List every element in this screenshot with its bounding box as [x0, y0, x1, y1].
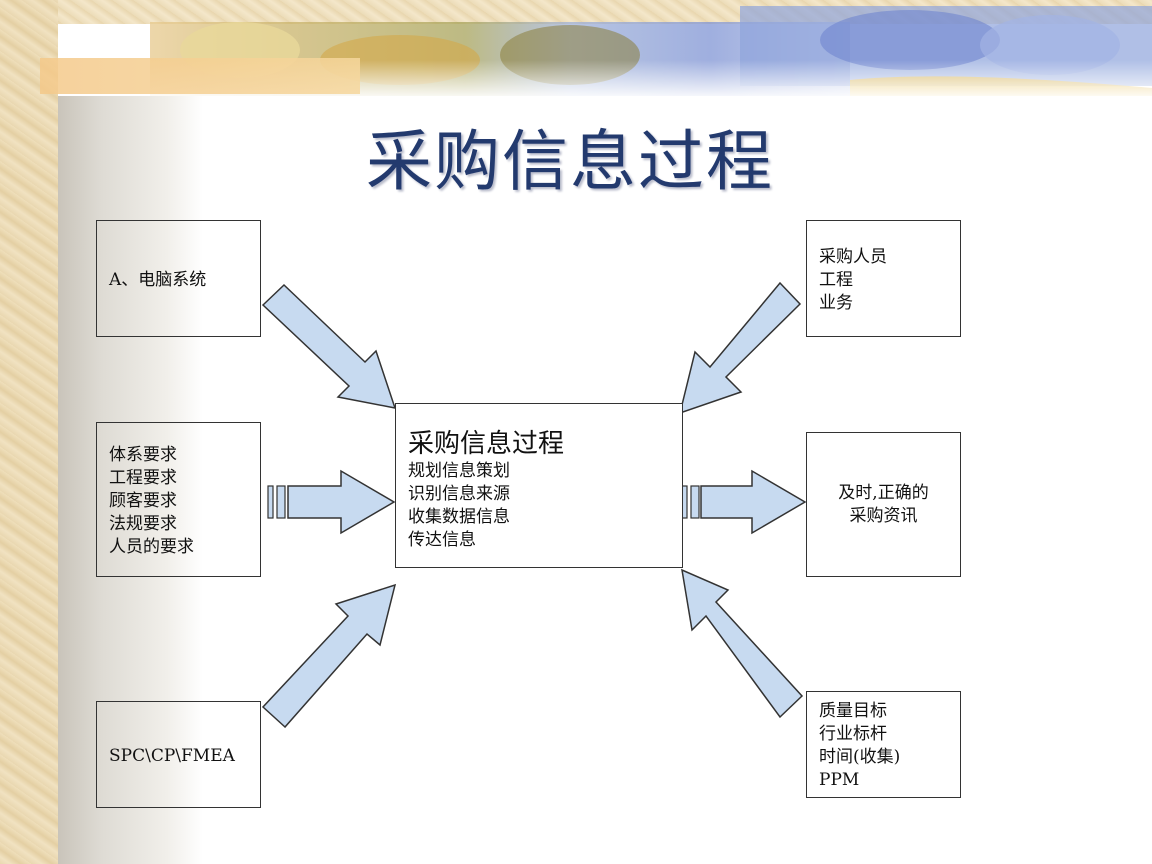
output-box-timely-info: 及时,正确的 采购资讯 — [806, 432, 961, 577]
center-box-line: 收集数据信息 — [408, 507, 510, 527]
arrow-tail-bars — [267, 485, 700, 519]
box-line: 及时,正确的 — [838, 483, 929, 503]
shadow-column — [58, 96, 203, 864]
center-box-line: 传达信息 — [408, 530, 476, 550]
box-line: 工程要求 — [109, 468, 177, 488]
floral-banner-svg — [150, 6, 1152, 96]
input-box-computer-system: A、电脑系统 — [96, 220, 261, 337]
page-title: 采购信息过程 — [366, 123, 774, 200]
box-line: 顾客要求 — [109, 491, 177, 511]
arrow-mid-right-icon — [700, 469, 807, 535]
box-line: 人员的要求 — [109, 537, 194, 557]
box-line: 业务 — [819, 293, 853, 313]
input-box-requirements: 体系要求 工程要求 顾客要求 法规要求 人员的要求 — [96, 422, 261, 577]
input-box-quality-targets: 质量目标 行业标杆 时间(收集) PPM — [806, 691, 961, 798]
floral-banner-image — [150, 0, 1152, 96]
center-box-line: 识别信息来源 — [408, 484, 510, 504]
arrow-top-right-icon — [678, 281, 802, 415]
center-process-box: 采购信息过程 规划信息策划 识别信息来源 收集数据信息 传达信息 — [395, 403, 683, 568]
banner-orange-band — [40, 58, 360, 94]
arrow-mid-left-icon — [287, 469, 396, 535]
arrow-top-left-icon — [261, 283, 397, 409]
box-line: 体系要求 — [109, 445, 177, 465]
box-line: 时间(收集) — [819, 747, 901, 767]
center-box-title: 采购信息过程 — [408, 429, 565, 459]
box-line: A、电脑系统 — [109, 270, 207, 290]
box-line: SPC\CP\FMEA — [109, 746, 235, 766]
arrow-bottom-right-icon — [681, 568, 804, 719]
input-box-personnel: 采购人员 工程 业务 — [806, 220, 961, 337]
box-line: 质量目标 — [819, 701, 887, 721]
box-line: 采购人员 — [819, 247, 887, 267]
arrow-bottom-left-icon — [261, 583, 397, 729]
box-line: 法规要求 — [109, 514, 177, 534]
center-box-line: 规划信息策划 — [408, 461, 510, 481]
box-line: 采购资讯 — [849, 506, 918, 526]
parchment-left-strip — [0, 0, 58, 864]
box-line: PPM — [819, 770, 860, 790]
box-line: 行业标杆 — [819, 724, 887, 744]
box-line: 工程 — [819, 270, 853, 290]
input-box-spc-cp-fmea: SPC\CP\FMEA — [96, 701, 261, 808]
